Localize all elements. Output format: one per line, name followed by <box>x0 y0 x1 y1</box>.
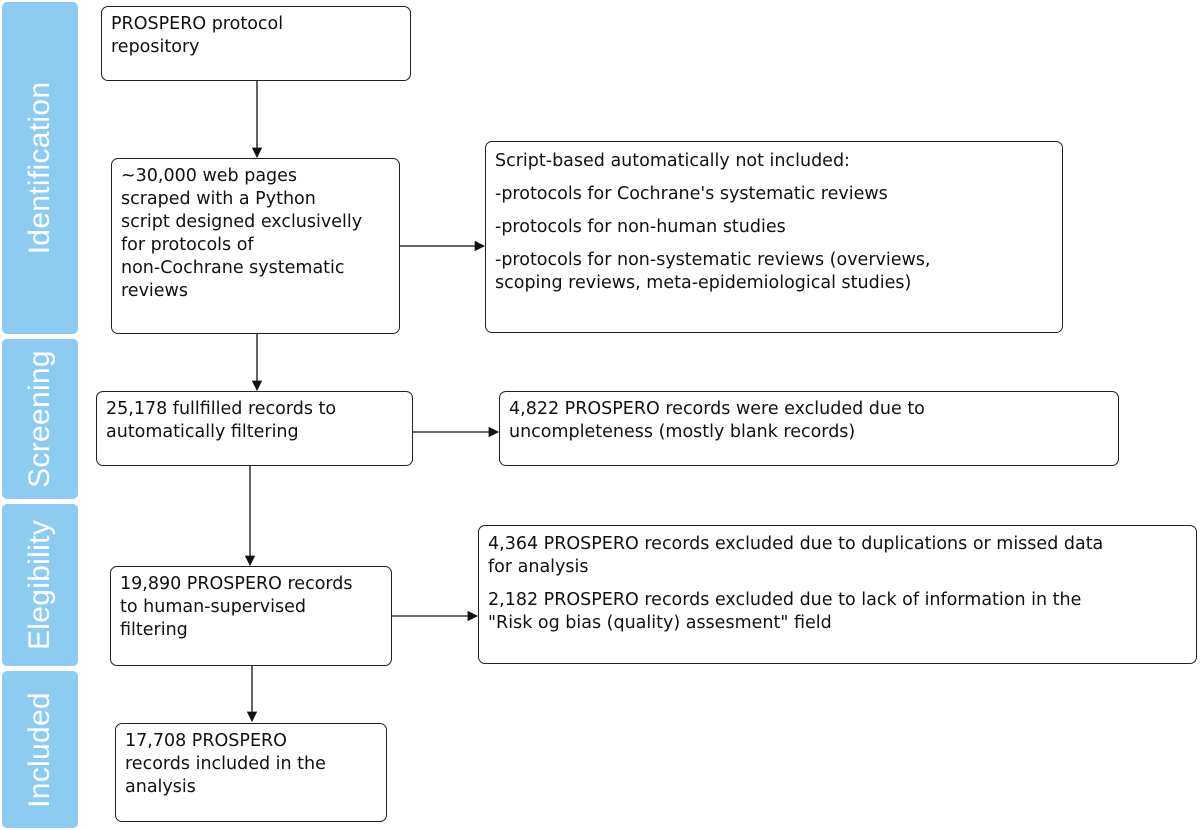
box-scraped-line: scraped with a Python <box>121 189 316 209</box>
box-included-line: records included in the <box>125 754 326 774</box>
box-included-line: analysis <box>125 777 196 797</box>
box-excluded-incomplete-line: 4,822 PROSPERO records were excluded due… <box>509 399 925 419</box>
stage-included: Included <box>2 671 78 828</box>
box-excluded-dup-line: "Risk og bias (quality) assesment" field <box>488 613 832 633</box>
box-excluded-incomplete-line: uncompleteness (mostly blank records) <box>509 422 856 442</box>
box-scraped-line: non-Cochrane systematic <box>121 258 345 278</box>
box-excluded-dup-line: 2,182 PROSPERO records excluded due to l… <box>488 590 1082 610</box>
box-scraped-line: for protocols of <box>121 235 254 255</box>
box-fulfilled-line: automatically filtering <box>106 422 299 442</box>
box-excluded-incomplete: 4,822 PROSPERO records were excluded due… <box>499 391 1119 466</box>
box-not-included-item: -protocols for non-systematic reviews (o… <box>495 250 931 270</box>
box-fulfilled-records: 25,178 fullfilled records to automatical… <box>96 391 413 466</box>
box-human-filtering-line: 19,890 PROSPERO records <box>120 574 353 594</box>
box-scraped-pages: ~30,000 web pages scraped with a Python … <box>111 158 400 334</box>
box-human-filtering: 19,890 PROSPERO records to human-supervi… <box>110 566 392 666</box>
box-not-included-item: scoping reviews, meta-epidemiological st… <box>495 273 912 293</box>
box-scraped-line: ~30,000 web pages <box>121 166 298 186</box>
box-not-included: Script-based automatically not included:… <box>485 141 1063 333</box>
box-excluded-dup-line: for analysis <box>488 557 589 577</box>
stage-screening: Screening <box>2 339 78 499</box>
box-repository-line: repository <box>111 37 200 57</box>
stage-identification: Identification <box>2 2 78 334</box>
box-protocol-repository: PROSPERO protocol repository <box>101 6 411 81</box>
box-not-included-item: -protocols for non-human studies <box>495 217 786 237</box>
box-not-included-title: Script-based automatically not included: <box>495 151 850 171</box>
box-not-included-item: -protocols for Cochrane's systematic rev… <box>495 184 888 204</box>
box-scraped-line: script designed exclusivelly <box>121 212 363 232</box>
box-human-filtering-line: to human-supervised <box>120 597 306 617</box>
box-excluded-duplicates: 4,364 PROSPERO records excluded due to d… <box>478 525 1197 664</box>
box-human-filtering-line: filtering <box>120 620 188 640</box>
box-repository-line: PROSPERO protocol <box>111 14 284 34</box>
box-included-line: 17,708 PROSPERO <box>125 731 287 751</box>
box-scraped-line: reviews <box>121 281 188 301</box>
box-included-final: 17,708 PROSPERO records included in the … <box>115 723 387 822</box>
stage-eligibility: Elegibility <box>2 504 78 666</box>
box-fulfilled-line: 25,178 fullfilled records to <box>106 399 337 419</box>
box-excluded-dup-line: 4,364 PROSPERO records excluded due to d… <box>488 534 1104 554</box>
